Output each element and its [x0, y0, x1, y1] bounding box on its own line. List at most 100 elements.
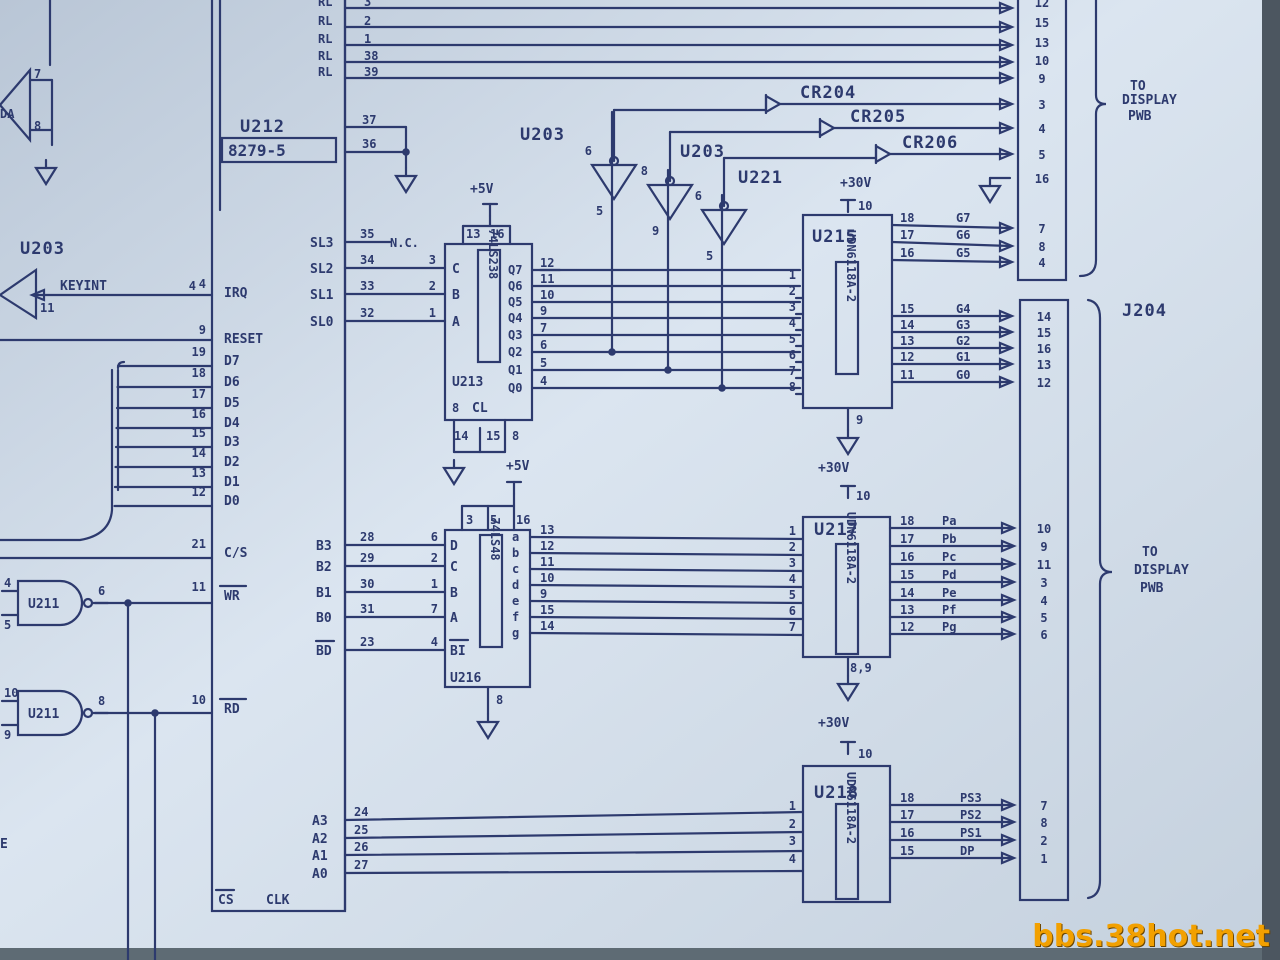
- u217-out-pin: 18: [900, 514, 914, 528]
- top-connector-pin: 4: [1038, 256, 1045, 270]
- u215-part-box: [834, 260, 860, 376]
- u213-clr-pin: 8: [452, 401, 459, 415]
- u217-part: UDN6118A-2: [844, 512, 858, 584]
- u213-bot-pin: 8: [512, 429, 519, 443]
- u216-out-wire: [528, 535, 805, 541]
- u217-supply: +30V: [818, 461, 849, 476]
- top-connector-pin: 12: [1035, 0, 1049, 10]
- u217-in-pin: 5: [789, 588, 796, 602]
- inv-in-pin: 6: [585, 144, 592, 158]
- u211-in-pin: 10: [4, 686, 18, 700]
- u218-out-name: PS3: [960, 791, 982, 805]
- arrow-head: [998, 255, 1015, 269]
- u217-in-pin: 7: [789, 620, 796, 634]
- u218-out-pin: 16: [900, 826, 914, 840]
- u213-out-num: 12: [540, 256, 554, 270]
- inv-out-pin: 5: [596, 204, 603, 218]
- arrow-head: [1000, 610, 1017, 624]
- u216-in-num: 6: [431, 530, 438, 544]
- u216-out-num: 9: [540, 587, 547, 601]
- sl-pin-name: SL2: [310, 262, 333, 277]
- u213-in-num: 2: [429, 279, 436, 293]
- j204-pin: 12: [1037, 376, 1051, 390]
- u215-out-pin: 12: [900, 350, 914, 364]
- diode-ref: CR205: [850, 107, 906, 127]
- arrow-head: [998, 97, 1015, 111]
- u215-in-pin: 4: [789, 316, 796, 330]
- gnd-pin-num: 37: [362, 113, 376, 127]
- u213-bot-pin: 14: [454, 429, 468, 443]
- u216-out-name: d: [512, 578, 519, 592]
- rl-pin-name: RL: [318, 14, 332, 28]
- u212-pin-name: D3: [224, 435, 240, 450]
- paper-sheet: [0, 0, 1262, 948]
- top-connector-pin: 13: [1035, 36, 1049, 50]
- u215-out-name: G6: [956, 228, 970, 242]
- u216-top-pin: 5: [490, 513, 497, 527]
- j204-pin: 10: [1037, 522, 1051, 536]
- sl-pin-num: 35: [360, 227, 374, 241]
- sl-pin-name: SL3: [310, 236, 333, 251]
- ground-symbol: [836, 436, 860, 457]
- a-wire: [343, 849, 805, 857]
- u215-out-name: G2: [956, 334, 970, 348]
- b-pin-num: 28: [360, 530, 374, 544]
- u212-pin-name: D1: [224, 475, 240, 490]
- u211-out-pin: 8: [98, 694, 105, 708]
- u212-pin-name: D2: [224, 455, 240, 470]
- u217-out-pin: 13: [900, 603, 914, 617]
- misc-label: 7: [34, 67, 41, 81]
- u216-in-name: D: [450, 539, 458, 554]
- a-pin-name: A3: [312, 814, 328, 829]
- u215-out-pin: 15: [900, 302, 914, 316]
- to-label: TO: [1130, 79, 1146, 94]
- u216-out-name: g: [512, 626, 519, 640]
- u216-out-num: 11: [540, 555, 554, 569]
- a-pin-num: 24: [354, 805, 368, 819]
- misc-label: DA: [0, 107, 15, 121]
- inv-out-pin: 9: [652, 224, 659, 238]
- u213-out-name: Q5: [508, 295, 522, 309]
- watermark-text: bbs.38hot.net: [1032, 919, 1270, 954]
- u211-in-pin: 5: [4, 618, 11, 632]
- arrow-head: [998, 55, 1015, 69]
- arrow-head: [1000, 557, 1017, 571]
- j204-ref: J204: [1122, 301, 1167, 321]
- keyint-pin: 4: [189, 279, 196, 293]
- u218-part: UDN6118A-2: [844, 772, 858, 844]
- u212-pin-num: 4: [199, 277, 206, 291]
- u212-pin-name: D7: [224, 354, 240, 369]
- arrow-head: [998, 309, 1015, 323]
- u216-out-wire: [528, 615, 805, 621]
- u213-top-pin: 16: [490, 227, 504, 241]
- arrow-head: [998, 121, 1015, 135]
- u215-in-pin: 5: [789, 332, 796, 346]
- u215-out-name: G4: [956, 302, 970, 316]
- a-wire: [343, 810, 805, 822]
- rl-pin-num: 1: [364, 32, 371, 46]
- u218-out-pin: 15: [900, 844, 914, 858]
- u212-pin-clk: CLK: [266, 893, 290, 908]
- j204-pin: 2: [1040, 834, 1047, 848]
- opamp-fragment: [0, 67, 32, 143]
- u216-in-num: 4: [431, 635, 438, 649]
- rl-pin-name: RL: [318, 32, 332, 46]
- u212-pin-name: D0: [224, 494, 240, 509]
- arrow-head: [1000, 521, 1017, 535]
- u213-body: [443, 242, 534, 422]
- a-pin-name: A2: [312, 832, 328, 847]
- u212-pin-num: 19: [192, 345, 206, 359]
- j204-pin: 5: [1040, 611, 1047, 625]
- u215-out-wire: [890, 223, 1012, 230]
- inv-in-pin: 8: [641, 164, 648, 178]
- u217-ref: U217: [814, 520, 859, 540]
- arrow-head: [1000, 627, 1017, 641]
- inv-ref: U203: [520, 125, 565, 145]
- u215-out-pin: 16: [900, 246, 914, 260]
- u217-in-pin: 4: [789, 572, 796, 586]
- u212-pin-name: RD: [224, 702, 240, 717]
- arrow-head: [998, 71, 1015, 85]
- u213-out-name: Q0: [508, 381, 522, 395]
- u212-part: 8279-5: [228, 141, 286, 160]
